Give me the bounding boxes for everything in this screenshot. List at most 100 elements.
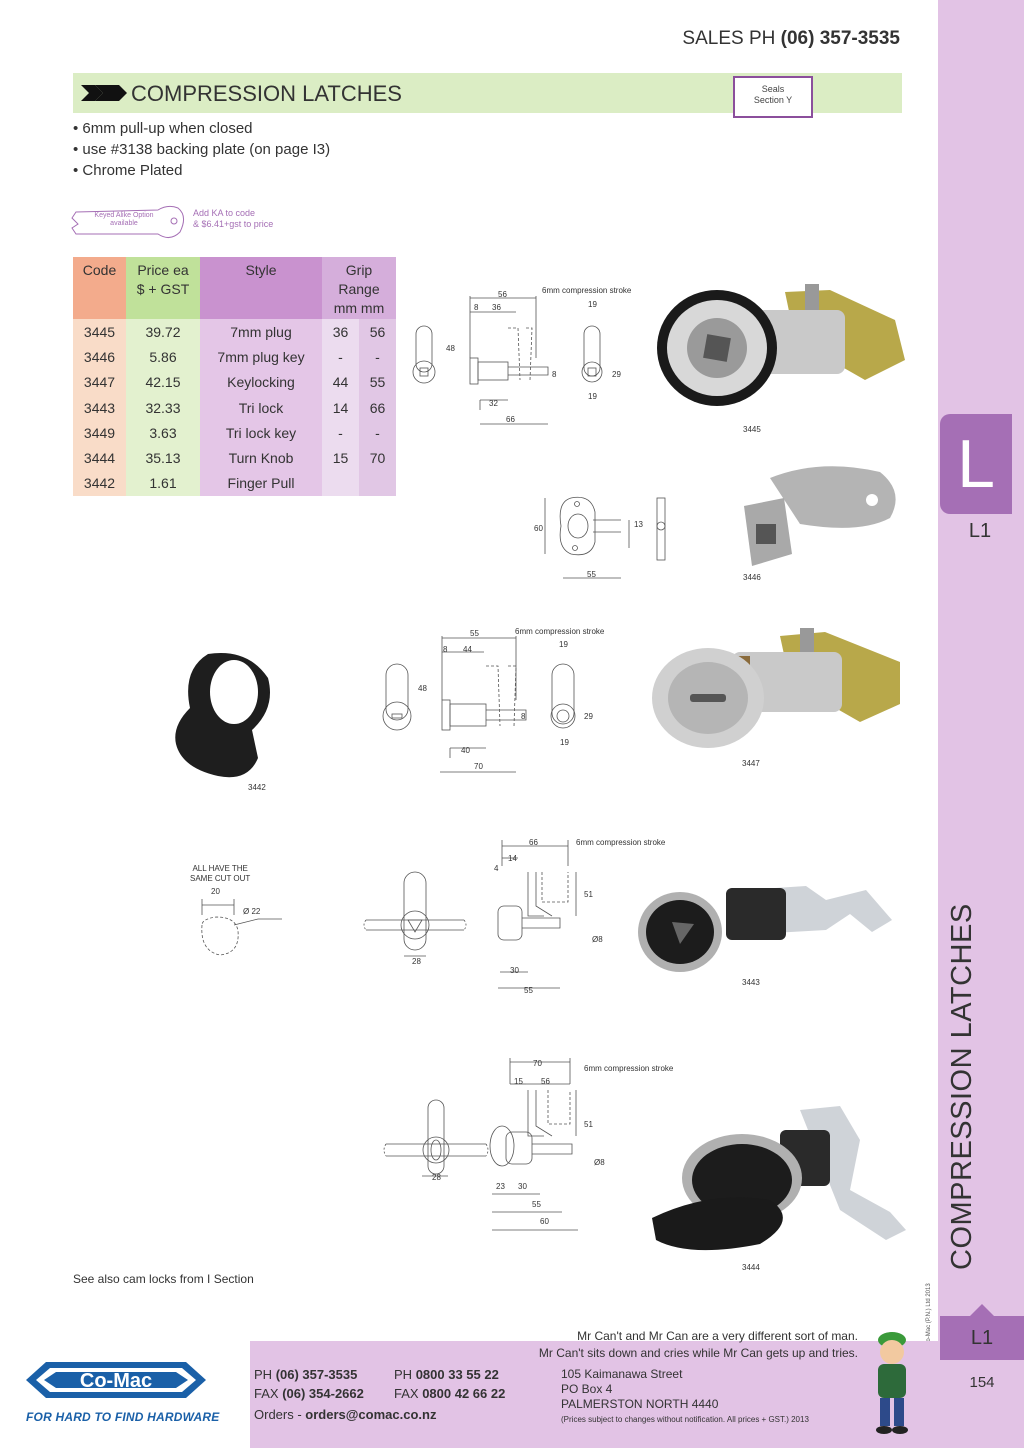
cell-grip-min: 44: [322, 369, 359, 395]
section-vertical-title: COMPRESSION LATCHES: [946, 903, 978, 1270]
cell-grip-max: 70: [358, 445, 396, 471]
section-tab-bottom[interactable]: L1: [940, 1304, 1024, 1360]
cell-grip-min: 36: [322, 319, 359, 345]
fax-number[interactable]: (06) 354-2662: [282, 1386, 364, 1401]
cam-locks-note[interactable]: See also cam locks from I Section: [73, 1272, 254, 1286]
motto: Mr Can't and Mr Can are a very different…: [538, 1329, 858, 1360]
cell-grip-min: 14: [322, 394, 359, 421]
copyright: © Co-Mac (P.N.) Ltd 2013: [926, 1283, 932, 1352]
cell-grip-max: [358, 470, 396, 497]
keyed-alike-note: Add KA to code & $6.41+gst to price: [193, 208, 274, 229]
mascot-icon: [876, 1332, 908, 1434]
cell-code: 3449: [73, 420, 126, 446]
cell-style: 7mm plug key: [200, 344, 322, 370]
cell-code: 3442: [73, 470, 126, 497]
cell-price: 1.61: [126, 470, 200, 497]
freephone-number[interactable]: 0800 33 55 22: [415, 1367, 499, 1382]
sales-phone[interactable]: (06) 357-3535: [780, 28, 900, 49]
right-sidebar: [938, 0, 1024, 1448]
col-price: Price ea $ + GST: [126, 257, 200, 319]
feature-item: • use #3138 backing plate (on page I3): [73, 141, 331, 158]
cell-grip-min: -: [322, 420, 359, 446]
cell-grip-max: -: [358, 420, 396, 446]
orders-line: Orders - orders@comac.co.nz: [254, 1407, 437, 1422]
cell-price: 3.63: [126, 420, 200, 446]
drawing-3447: [382, 636, 576, 773]
cell-code: 3443: [73, 394, 126, 421]
seals-section-link[interactable]: Seals Section Y: [733, 76, 813, 118]
cell-style: Finger Pull: [200, 470, 322, 497]
caption-3442: 3442: [248, 783, 266, 792]
price-table: Code Price ea $ + GST Style Grip Range m…: [73, 257, 396, 497]
caption-3446: 3446: [743, 573, 761, 582]
col-style: Style: [200, 257, 322, 319]
cell-price: 35.13: [126, 445, 200, 471]
arrow-icon: [81, 85, 127, 101]
caption-3445: 3445: [743, 425, 761, 434]
cell-grip-max: 55: [358, 369, 396, 395]
drawing-3446: [544, 496, 666, 579]
fax-line: FAX (06) 354-2662: [254, 1386, 364, 1401]
cell-code: 3446: [73, 344, 126, 370]
key-tag-icon: Keyed Alike Option available: [71, 205, 184, 238]
keyed-option-text: Keyed Alike Option: [94, 212, 153, 219]
page-title: COMPRESSION LATCHES: [131, 81, 402, 106]
photo-3445: [657, 284, 905, 406]
comac-logo[interactable]: Co-Mac: [26, 1358, 206, 1402]
cell-price: 32.33: [126, 394, 200, 421]
feature-list: • 6mm pull-up when closed • use #3138 ba…: [73, 118, 330, 181]
cell-code: 3444: [73, 445, 126, 471]
drawing-cutout: [201, 899, 282, 956]
sales-phone-header: SALES PH (06) 357-3535: [682, 28, 900, 49]
section-letter-tab[interactable]: L: [940, 414, 1012, 514]
phone-number[interactable]: (06) 357-3535: [275, 1367, 358, 1382]
cell-price: 5.86: [126, 344, 200, 370]
cell-grip-max: 56: [358, 319, 396, 345]
phone-line: PH (06) 357-3535: [254, 1367, 358, 1382]
freefax-number[interactable]: 0800 42 66 22: [422, 1386, 506, 1401]
svg-text:Co-Mac: Co-Mac: [80, 1370, 152, 1392]
freefax-line: FAX 0800 42 66 22: [394, 1386, 506, 1401]
cell-grip-min: 15: [322, 445, 359, 471]
cell-grip-min: -: [322, 344, 359, 370]
drawing-3444: [383, 1058, 578, 1231]
feature-item: • 6mm pull-up when closed: [73, 120, 253, 137]
cell-price: 42.15: [126, 369, 200, 395]
cell-style: Keylocking: [200, 369, 322, 395]
caption-3443: 3443: [742, 978, 760, 987]
photo-3443: [638, 886, 892, 972]
drawing-3445: [412, 296, 603, 425]
cutout-note: ALL HAVE THE SAME CUT OUT: [190, 864, 251, 883]
cell-style: Tri lock: [200, 394, 322, 421]
photo-3446: [744, 466, 896, 566]
photo-3444: [652, 1106, 906, 1251]
orders-email-link[interactable]: orders@comac.co.nz: [305, 1407, 437, 1422]
drawing-3443: [363, 840, 577, 989]
photo-3442: [175, 653, 270, 778]
cell-style: Tri lock key: [200, 420, 322, 446]
feature-item: • Chrome Plated: [73, 162, 183, 179]
cell-style: Turn Knob: [200, 445, 322, 471]
cell-grip-max: 66: [358, 394, 396, 421]
col-grip: Grip Range mm mm: [322, 257, 396, 319]
col-code: Code: [73, 257, 126, 319]
cell-style: 7mm plug: [200, 319, 322, 345]
logo-tagline: FOR HARD TO FIND HARDWARE: [26, 1410, 220, 1424]
cell-grip-min: [322, 470, 359, 497]
postal-address: 105 Kaimanawa Street PO Box 4 PALMERSTON…: [561, 1367, 809, 1424]
keyed-option-text2: available: [110, 220, 138, 227]
cell-grip-max: -: [358, 344, 396, 370]
page-number: 154: [969, 1374, 995, 1391]
cell-price: 39.72: [126, 319, 200, 345]
caption-3447: 3447: [742, 759, 760, 768]
caption-3444: 3444: [742, 1263, 760, 1272]
freephone-line: PH 0800 33 55 22: [394, 1367, 499, 1382]
cell-code: 3445: [73, 319, 126, 345]
